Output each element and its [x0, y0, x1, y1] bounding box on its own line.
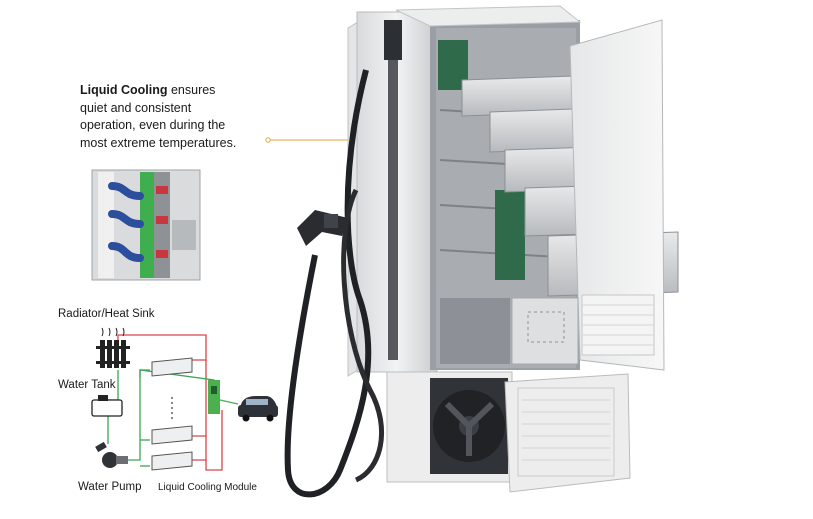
liquid-cooling-callout: Liquid Cooling ensures quiet and consist…: [80, 82, 280, 152]
callout-line-3: operation, even during the: [80, 118, 226, 132]
ev-charger-cabinet: [284, 5, 679, 498]
cooling-module-2: [151, 425, 193, 445]
cooling-module-1: [151, 357, 193, 377]
water-tank-label: Water Tank: [58, 379, 116, 391]
liquid-cooling-inset-photo: [91, 169, 201, 281]
callout-bold-title: Liquid Cooling: [80, 83, 168, 97]
charging-post-icon: [208, 380, 239, 414]
electric-car-icon: [238, 396, 278, 422]
liquid-cooling-module-label: Liquid Cooling Module: [158, 482, 257, 493]
liquid-cooling-flow-diagram: [91, 327, 278, 471]
water-pump-icon: [95, 441, 128, 468]
cooling-module-3: [151, 451, 193, 471]
callout-line-4: most extreme temperatures.: [80, 135, 237, 150]
radiator-heat-sink-icon: [96, 327, 130, 368]
water-pump-label: Water Pump: [78, 481, 142, 493]
charging-connector: [297, 210, 348, 246]
callout-line1-rest: ensures: [167, 83, 216, 97]
callout-line-2: quiet and consistent: [80, 100, 192, 115]
radiator-heat-sink-label: Radiator/Heat Sink: [58, 308, 155, 320]
water-tank-icon: [91, 395, 123, 417]
